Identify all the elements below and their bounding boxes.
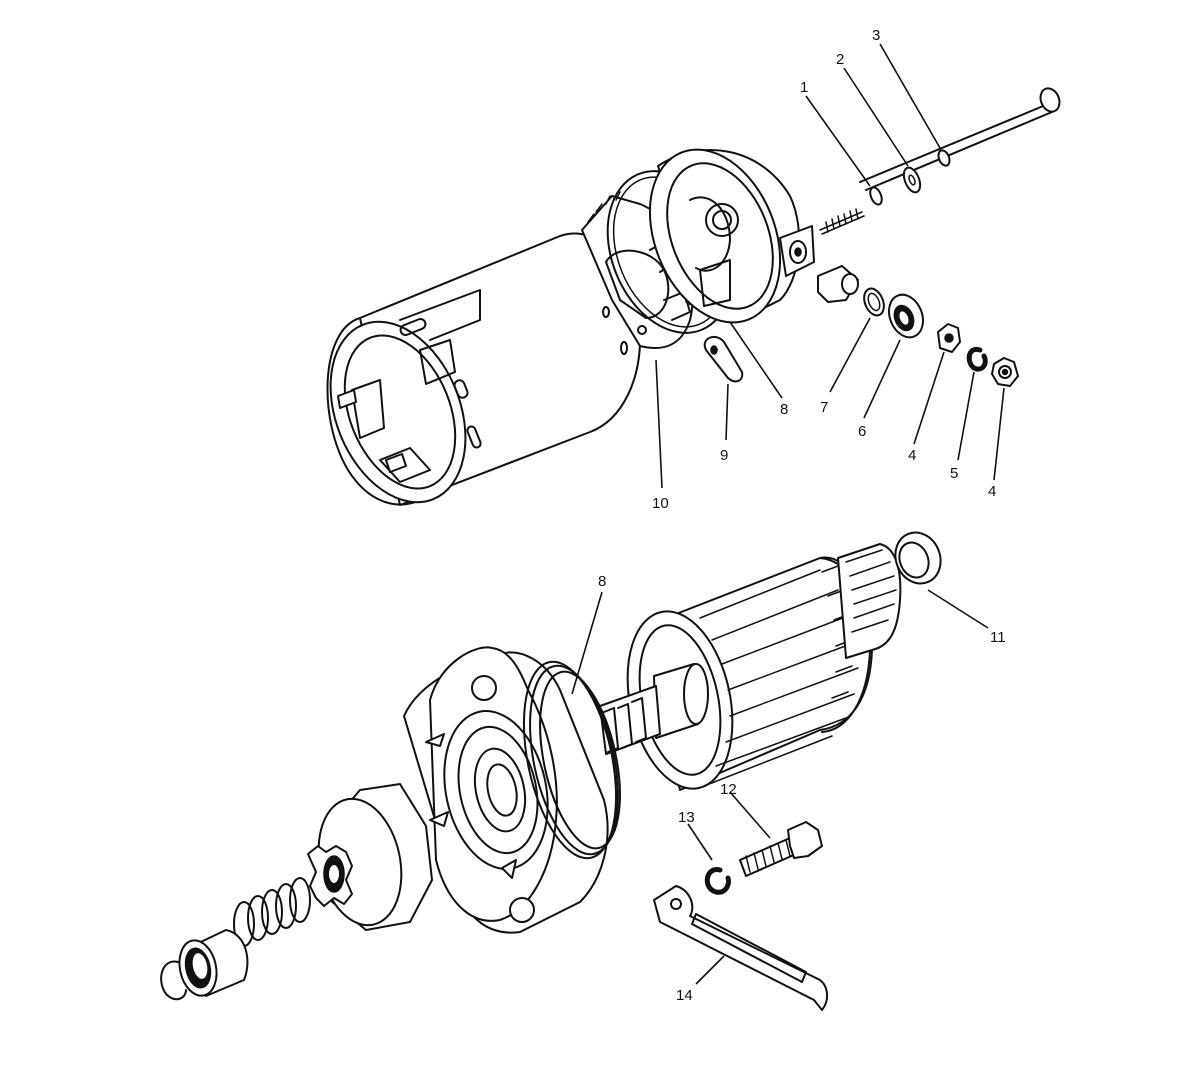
callout-5: 5 <box>950 465 958 482</box>
callout-1: 1 <box>800 79 808 96</box>
bolt-lock-washer <box>704 867 731 895</box>
callout-9: 9 <box>720 447 728 464</box>
callout-7: 7 <box>820 399 828 416</box>
callout-13: 13 <box>678 809 695 826</box>
callout-14: 14 <box>676 987 693 1004</box>
armature <box>599 543 902 791</box>
callout-3: 3 <box>872 27 880 44</box>
bushing <box>888 293 924 339</box>
thrust-washer <box>894 531 942 585</box>
snap-ring <box>160 960 187 1001</box>
bolt-washer-1 <box>869 186 883 206</box>
drive-spring <box>233 877 311 947</box>
leader-lines <box>571 43 1005 985</box>
callout-10: 10 <box>652 495 669 512</box>
callout-labels: 1 2 3 4 4 5 6 7 8 8 9 10 11 12 13 14 <box>598 27 1006 1004</box>
drive-end-housing <box>403 646 609 934</box>
callout-11: 11 <box>990 629 1006 646</box>
bolt-washer-3 <box>937 149 951 167</box>
hex-nut-left <box>937 323 961 353</box>
callout-6: 6 <box>858 423 866 440</box>
end-cover <box>648 148 815 324</box>
terminal-insulator <box>817 265 859 303</box>
callout-2: 2 <box>836 51 844 68</box>
insulating-washer <box>863 287 885 317</box>
housing-gasket <box>522 660 621 860</box>
callout-4-left: 4 <box>908 447 916 464</box>
mounting-bolt <box>739 821 823 877</box>
callout-8-lower: 8 <box>598 573 606 590</box>
ground-strap <box>653 885 828 1011</box>
field-frame-housing <box>326 232 642 506</box>
callout-12: 12 <box>720 781 737 798</box>
hex-nut-right <box>991 357 1019 387</box>
bolt-washer-2 <box>902 166 922 194</box>
through-bolt <box>819 87 1061 235</box>
callout-4-right: 4 <box>988 483 996 500</box>
callout-8-upper: 8 <box>780 401 788 418</box>
pinion-drive <box>307 783 433 931</box>
lock-washer <box>966 346 988 372</box>
ground-clip <box>703 335 744 383</box>
stop-collar <box>178 929 249 997</box>
